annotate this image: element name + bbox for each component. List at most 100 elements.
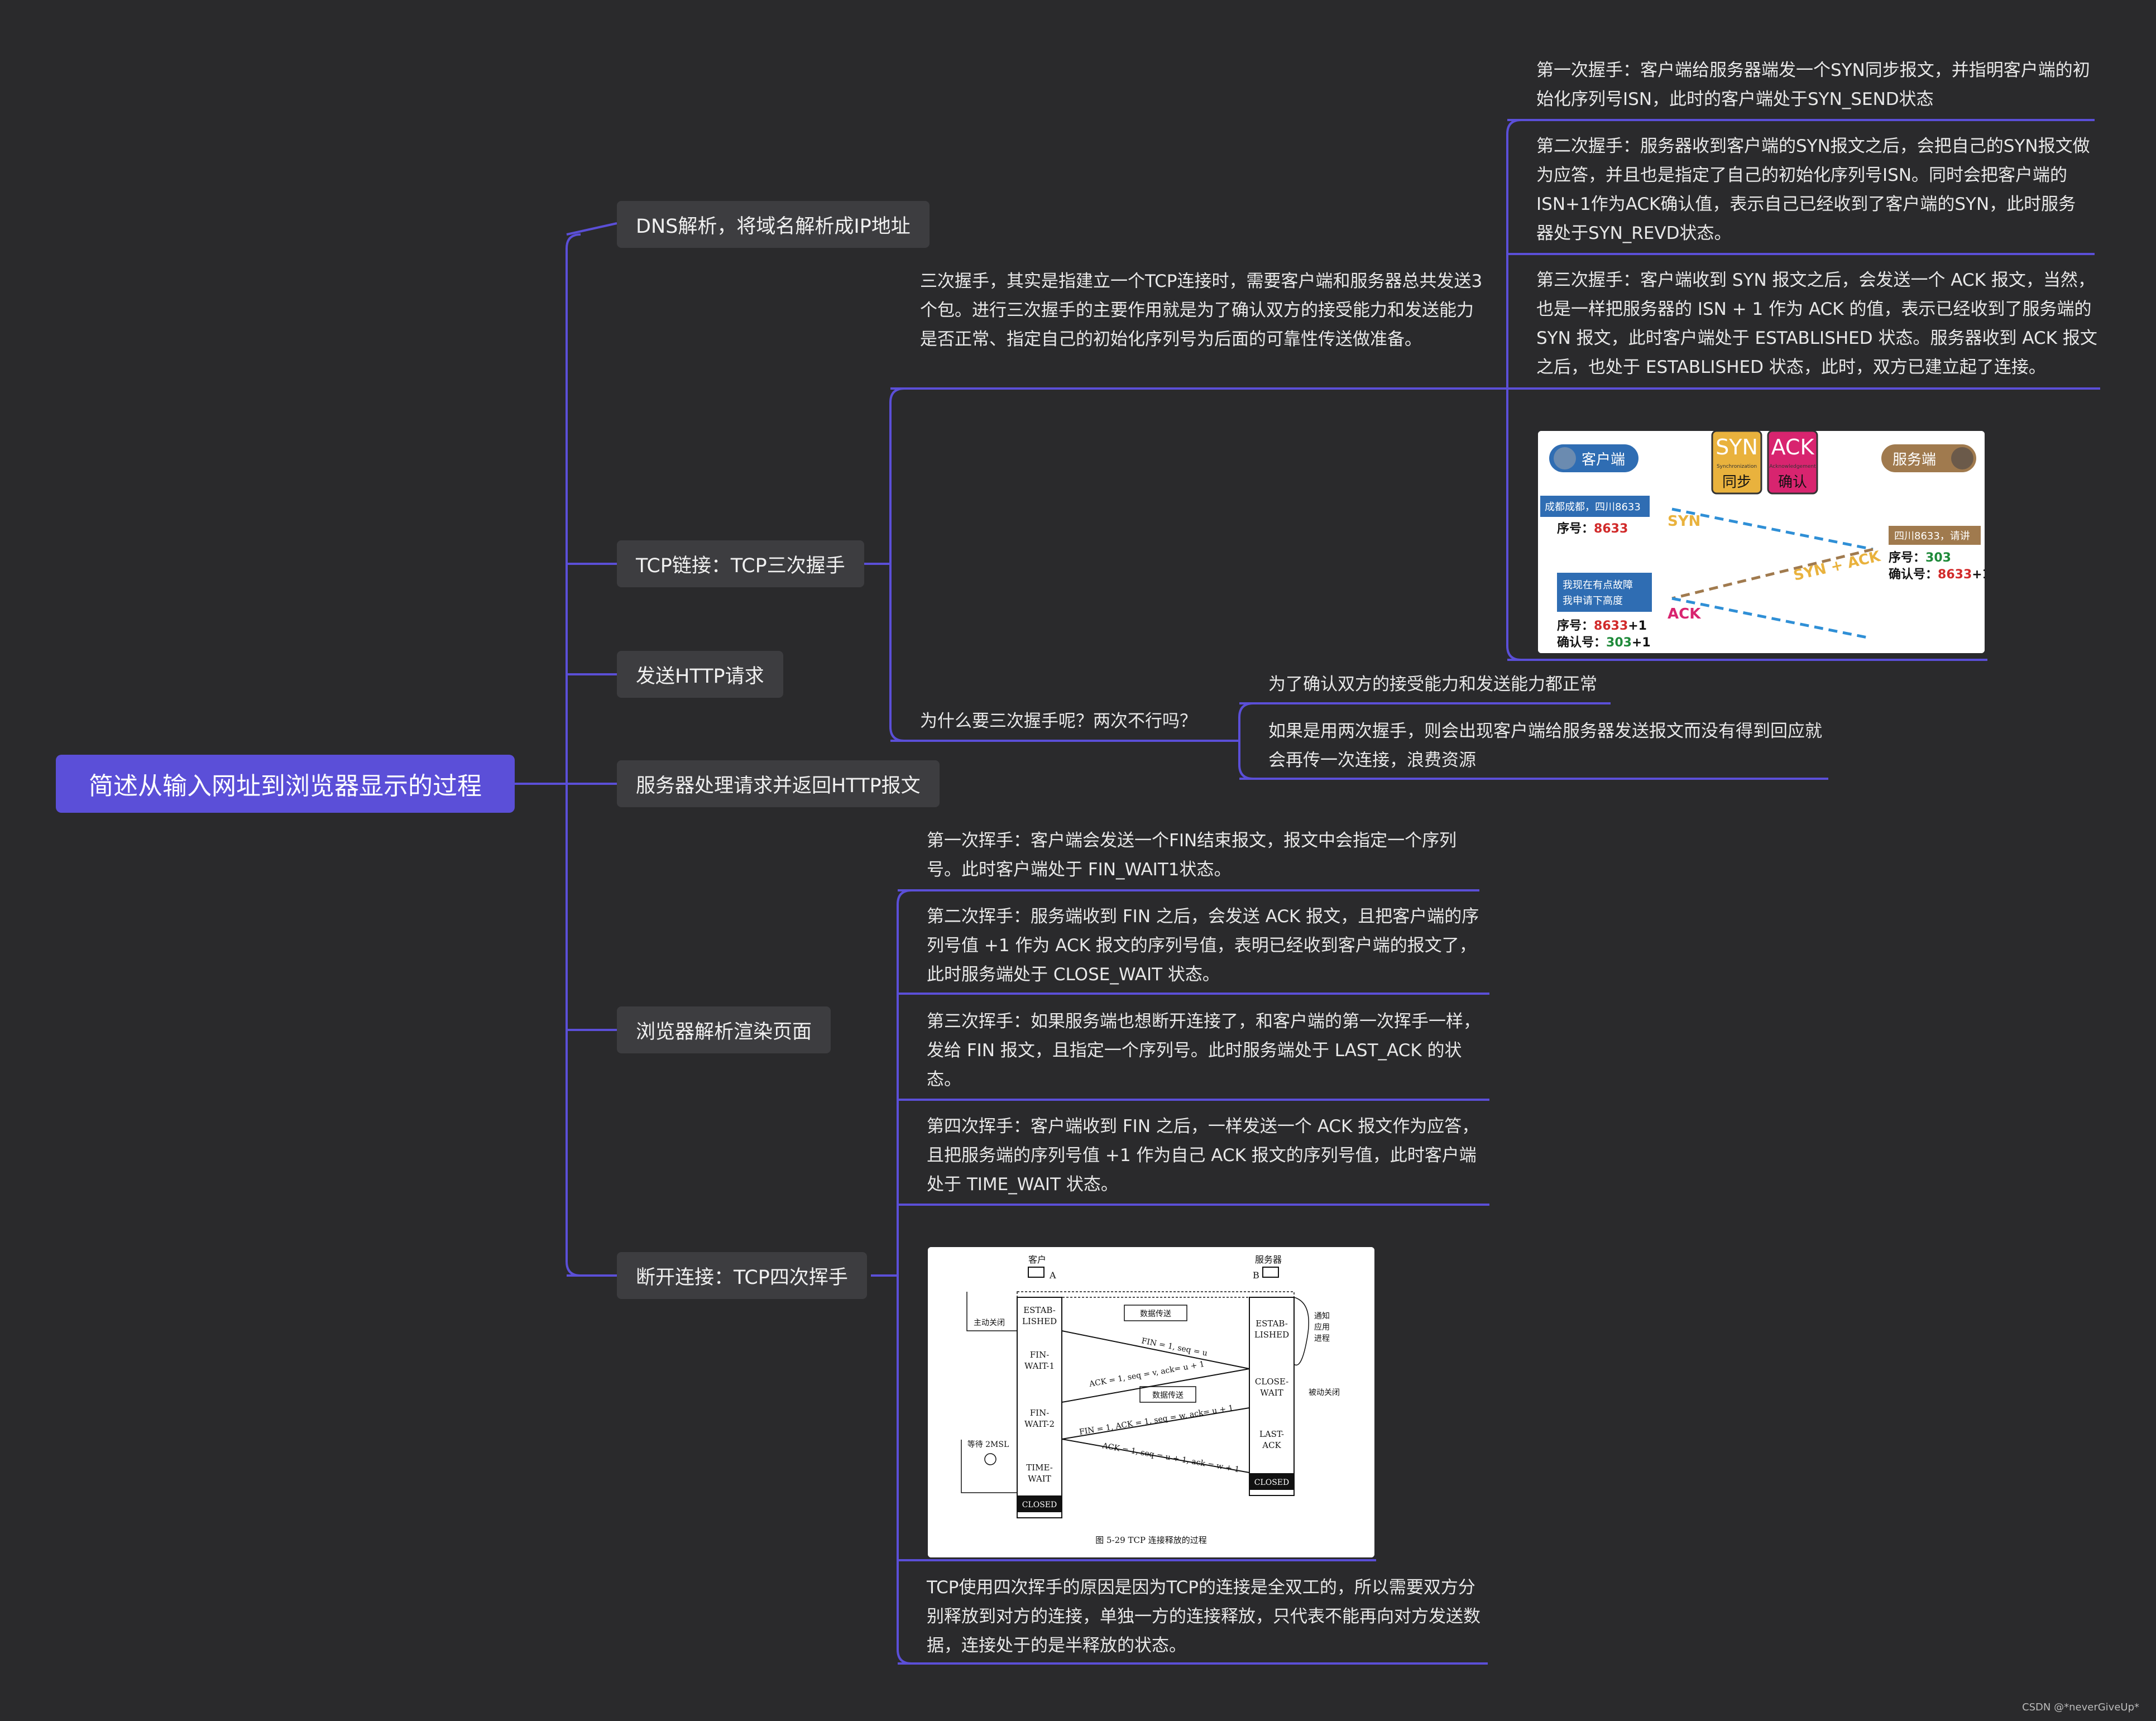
connection-bar — [1017, 1291, 1295, 1298]
branch-tcp-handshake[interactable]: TCP链接：TCP三次握手 — [617, 540, 864, 587]
handshake-diagram: 客户端 服务端 SYN Synchronization 同步 ACK Ackno… — [1538, 431, 1985, 653]
ack-arrow-label: ACK — [1668, 606, 1701, 622]
client-state-established-1: ESTAB- — [1023, 1305, 1056, 1315]
server-computer-icon — [1262, 1267, 1279, 1278]
notify-bracket — [1293, 1297, 1309, 1366]
client-msg-1: 成都成都，四川8633 — [1545, 501, 1641, 513]
syn-ack-arrow — [1671, 548, 1874, 600]
notify-label-1: 通知 — [1314, 1311, 1330, 1321]
client-label: 客户 — [1028, 1254, 1046, 1265]
wave-diagram-image: 客户 A 服务器 B ESTAB- LISHED FIN- WAIT-1 FIN… — [928, 1247, 1374, 1557]
server-letter: B — [1253, 1270, 1259, 1281]
server-label: 服务端 — [1893, 452, 1936, 468]
syn-arrow — [1671, 507, 1874, 551]
ack-arrow-2 — [1061, 1439, 1250, 1473]
server-state-closewait-1: CLOSE- — [1255, 1377, 1288, 1387]
watermark: CSDN @*neverGiveUp* — [2022, 1701, 2139, 1713]
handshake-step-1[interactable]: 第一次握手：客户端给服务器端发一个SYN同步报文，并指明客户端的初始化序列号IS… — [1536, 60, 2090, 109]
server-state-established-2: LISHED — [1254, 1330, 1289, 1340]
client-state-finwait2-2: WAIT-2 — [1024, 1419, 1055, 1429]
data-transfer-2: 数据传送 — [1152, 1391, 1184, 1400]
client-avatar — [1554, 447, 1576, 469]
syn-arrow-label: SYN — [1668, 513, 1700, 530]
handshake-diagram-image: 客户端 服务端 SYN Synchronization 同步 ACK Ackno… — [1538, 431, 1985, 653]
server-state-lastack-2: ACK — [1262, 1440, 1281, 1450]
branch-dns[interactable]: DNS解析，将域名解析成IP地址 — [617, 201, 930, 248]
wave-diagram: 客户 A 服务器 B ESTAB- LISHED FIN- WAIT-1 FIN… — [928, 1247, 1374, 1557]
handshake-step-3[interactable]: 第三次握手：客户端收到 SYN 报文之后，会发送一个 ACK 报文，当然，也是一… — [1536, 270, 2097, 377]
active-close-bracket — [966, 1292, 1017, 1331]
active-close-label: 主动关闭 — [974, 1319, 1005, 1327]
fin-arrow-2 — [1061, 1407, 1250, 1440]
syn-badge — [1711, 431, 1762, 495]
wave-step-2[interactable]: 第二次挥手：服务端收到 FIN 之后，会发送 ACK 报文，且把客户端的序列号值… — [927, 907, 1479, 985]
fin-arrow-1 — [1061, 1330, 1250, 1369]
server-state-established-1: ESTAB- — [1256, 1319, 1288, 1329]
client-msg-3a: 我现在有点故障 — [1563, 579, 1633, 591]
syn-badge-tiny: Synchronization — [1717, 464, 1757, 469]
client-state-finwait2-1: FIN- — [1030, 1408, 1050, 1418]
client-ack-3: 确认号：303+1 — [1557, 635, 1651, 650]
client-state-timewait-1: TIME- — [1026, 1463, 1053, 1473]
branch-render-page[interactable]: 浏览器解析渲染页面 — [617, 1006, 831, 1053]
client-label: 客户端 — [1582, 452, 1625, 468]
ack-badge-tiny: Acknowledgement — [1769, 464, 1816, 469]
wave-step-4[interactable]: 第四次挥手：客户端收到 FIN 之后，一样发送一个 ACK 报文作为应答，且把服… — [927, 1116, 1479, 1195]
server-closed-box — [1249, 1473, 1294, 1490]
client-closed-box — [1017, 1495, 1062, 1512]
wave-step-3[interactable]: 第三次挥手：如果服务端也想断开连接了，和客户端的第一次挥手一样，发给 FIN 报… — [927, 1011, 1481, 1090]
syn-badge-sub: 同步 — [1722, 474, 1751, 491]
client-state-timewait-2: WAIT — [1028, 1474, 1051, 1484]
notify-label-2: 应用 — [1314, 1322, 1330, 1332]
ack-badge-text: ACK — [1771, 435, 1815, 459]
wait-2msl-label: 等待 2MSL — [967, 1440, 1009, 1449]
why-answer-2[interactable]: 如果是用两次握手，则会出现客户端给服务器发送报文而没有得到回应就会再传一次连接，… — [1268, 721, 1822, 770]
server-label: 服务器 — [1255, 1254, 1282, 1265]
ack-arrow-1 — [1061, 1368, 1250, 1403]
branch-send-http[interactable]: 发送HTTP请求 — [617, 651, 783, 698]
client-state-established-2: LISHED — [1022, 1316, 1057, 1326]
why-answer-1[interactable]: 为了确认双方的接受能力和发送能力都正常 — [1268, 674, 1597, 694]
passive-close-label: 被动关闭 — [1309, 1388, 1340, 1397]
wave-reason[interactable]: TCP使用四次挥手的原因是因为TCP的连接是全双工的，所以需要双方分别释放到对方… — [927, 1578, 1481, 1656]
server-closed: CLOSED — [1254, 1478, 1290, 1487]
wave-caption: 图 5-29 TCP 连接释放的过程 — [1095, 1535, 1207, 1545]
data-transfer-1: 数据传送 — [1140, 1310, 1171, 1319]
ack-badge-sub: 确认 — [1778, 474, 1807, 491]
client-msg-3b: 我申请下高度 — [1563, 595, 1623, 607]
client-timeline — [1017, 1297, 1062, 1518]
ack-arrow — [1671, 597, 1868, 639]
server-avatar — [1951, 447, 1973, 469]
client-computer-icon — [1028, 1267, 1045, 1278]
server-state-lastack-1: LAST- — [1259, 1429, 1284, 1439]
client-msg-1-bubble — [1540, 496, 1650, 517]
data-transfer-box-1 — [1124, 1305, 1187, 1321]
server-timeline — [1249, 1297, 1295, 1496]
client-seq-3: 序号：8633+1 — [1557, 619, 1647, 633]
wave-step-1[interactable]: 第一次挥手：客户端会发送一个FIN结束报文，报文中会指定一个序列号。此时客户端处… — [927, 831, 1457, 880]
root-topic[interactable]: 简述从输入网址到浏览器显示的过程 — [56, 755, 515, 813]
server-msg-bubble — [1889, 526, 1981, 545]
handshake-intro[interactable]: 三次握手，其实是指建立一个TCP连接时，需要客户端和服务器总共发送3个包。进行三… — [920, 271, 1483, 349]
data-transfer-box-2 — [1139, 1386, 1196, 1403]
server-msg: 四川8633，请讲 — [1894, 530, 1970, 542]
server-pill — [1881, 444, 1976, 472]
syn-badge-text: SYN — [1716, 435, 1758, 459]
server-state-closewait-2: WAIT — [1260, 1388, 1283, 1398]
ack-badge — [1767, 431, 1818, 495]
client-seq-1: 序号：8633 — [1557, 521, 1628, 536]
client-state-finwait1-1: FIN- — [1030, 1350, 1050, 1360]
wait-2msl-bracket — [961, 1440, 1017, 1493]
client-msg-3-bubble — [1557, 573, 1652, 612]
server-ack: 确认号：8633+1 — [1889, 567, 1985, 582]
branch-tcp-wave[interactable]: 断开连接：TCP四次挥手 — [617, 1252, 867, 1299]
notify-label-3: 进程 — [1314, 1334, 1330, 1343]
client-closed: CLOSED — [1022, 1501, 1057, 1509]
why-three-handshakes[interactable]: 为什么要三次握手呢？两次不行吗？ — [920, 711, 1197, 731]
client-state-finwait1-2: WAIT-1 — [1024, 1361, 1055, 1371]
server-seq: 序号：303 — [1889, 550, 1951, 565]
clock-icon — [984, 1453, 996, 1465]
branch-server-response[interactable]: 服务器处理请求并返回HTTP报文 — [617, 760, 940, 807]
handshake-step-2[interactable]: 第二次握手：服务器收到客户端的SYN报文之后，会把自己的SYN报文做为应答，并且… — [1536, 136, 2090, 243]
